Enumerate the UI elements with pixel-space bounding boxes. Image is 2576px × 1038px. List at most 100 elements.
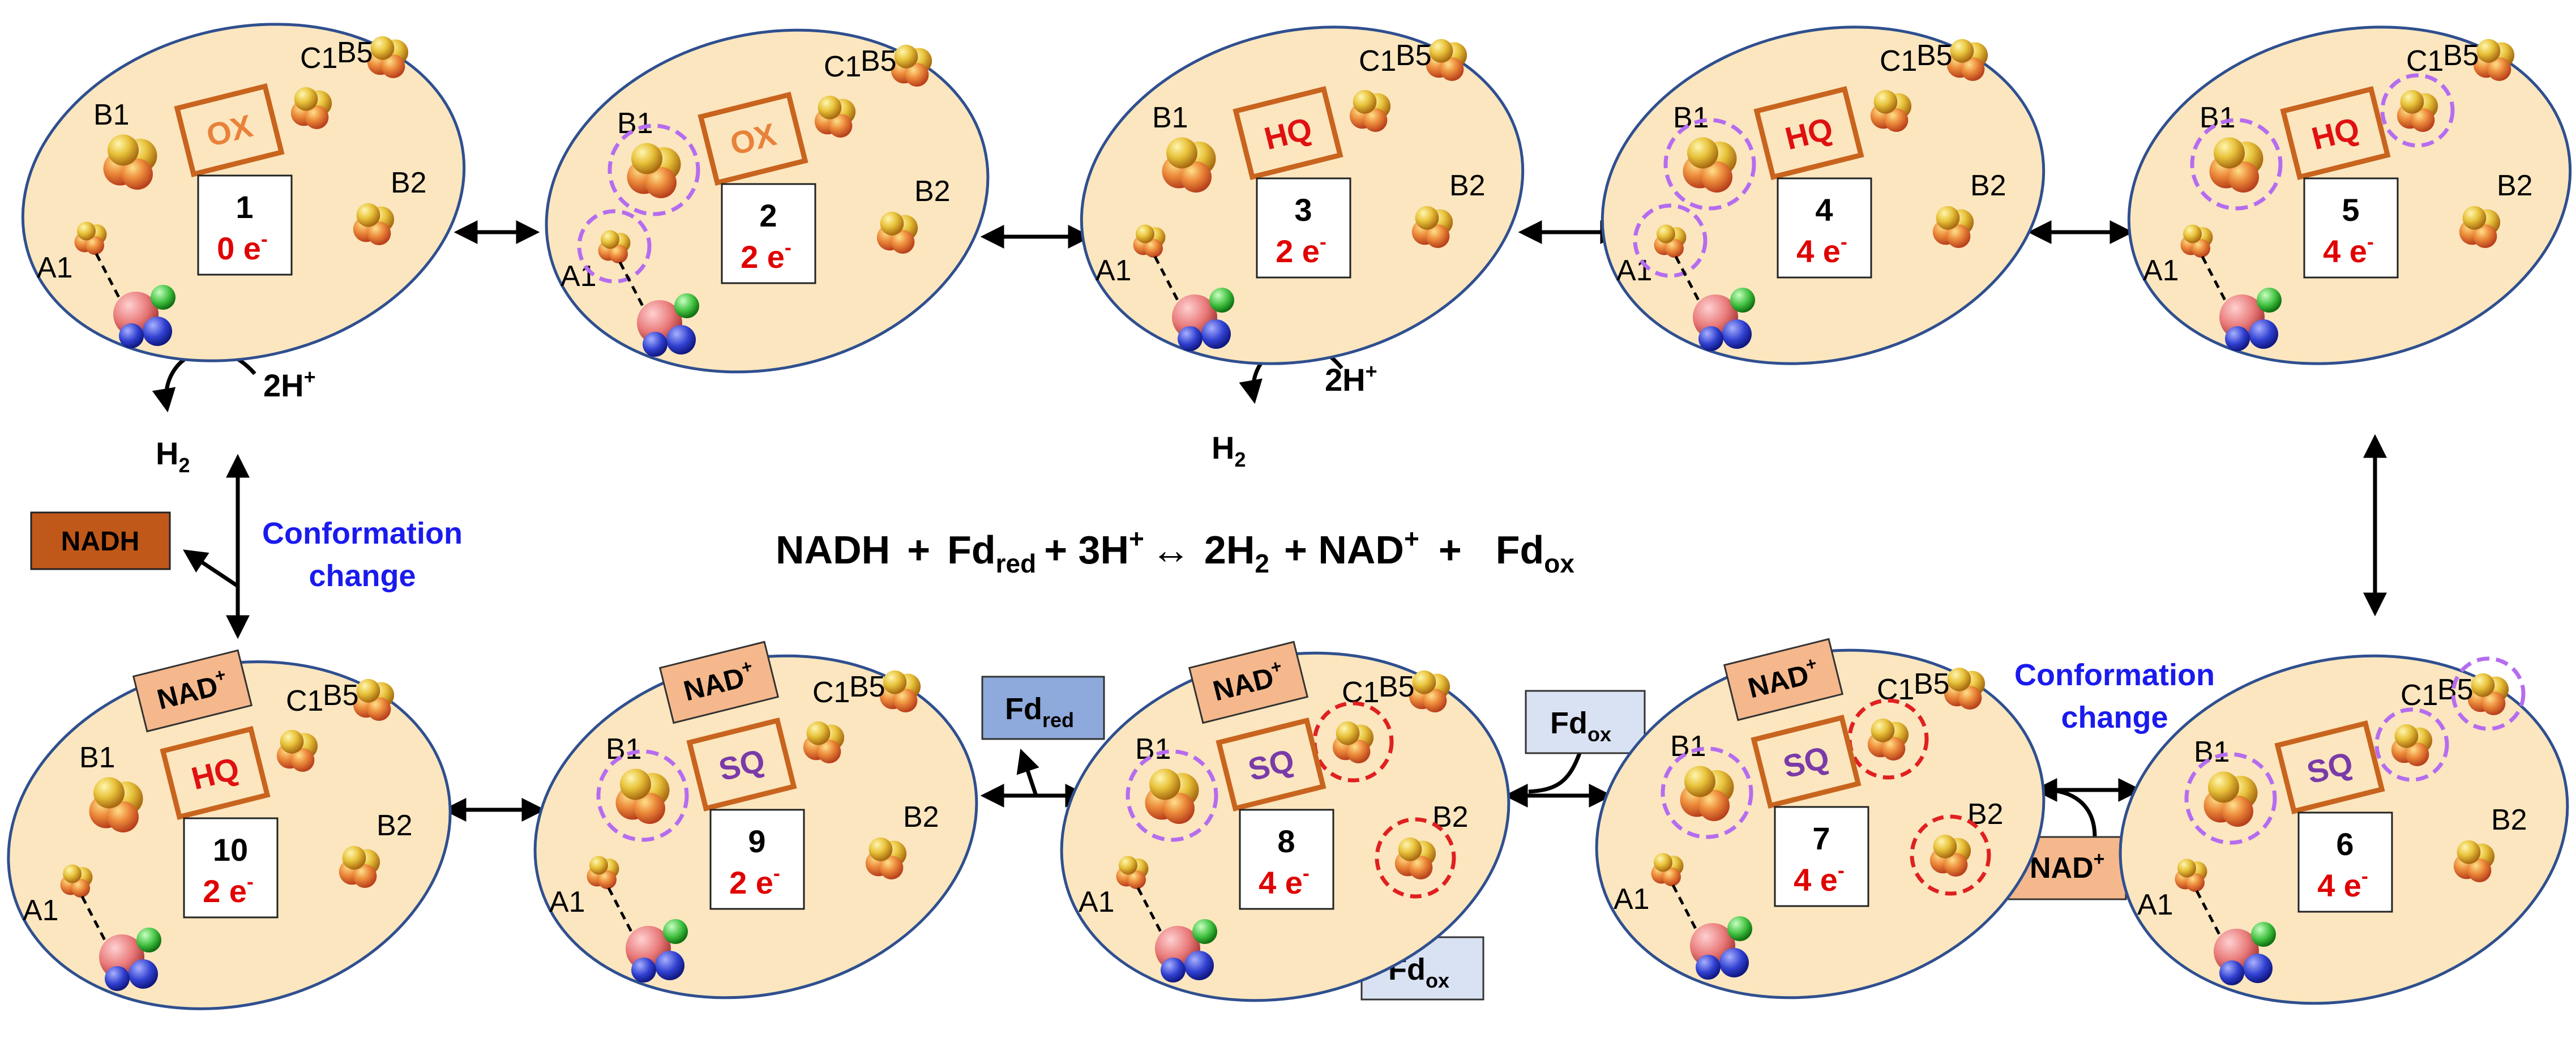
cluster-b5-10-atom-3 [367,697,391,721]
h-cluster-green-7 [1727,916,1752,941]
cluster-b5-1 [367,36,409,78]
flavin-box-4 [1753,86,1864,181]
cluster-b1-5 [2209,137,2263,193]
cluster-label-b1-2: B1 [617,107,653,140]
cluster-label-b2-1: B2 [391,166,427,199]
two-h-label-left: 2H+ [263,365,316,403]
cluster-c1-6-atom-4 [2394,724,2419,748]
reduced-marker-b1-8 [1126,749,1218,842]
cluster-label-a1-3: A1 [1096,254,1132,287]
cluster-b2-7-atom-4 [1933,834,1957,858]
state-electrons-10: 2 e- [203,870,254,909]
nad-box-7 [1723,638,1844,721]
cluster-b5-3-atom-3 [1440,57,1464,81]
cluster-b2-8-atom-3 [1409,856,1433,879]
h-cluster-green-2 [674,293,699,318]
state-electrons-6: 4 e- [2317,864,2368,903]
cluster-b2-8-atom-4 [1398,837,1422,861]
cluster-b2-3-atom-3 [1426,224,1450,248]
cluster-label-b1-10: B1 [79,741,115,774]
cluster-b5-6-atom-3 [2481,691,2506,715]
cluster-a1-4 [1654,224,1687,258]
cluster-label-b1-6: B1 [2194,736,2230,768]
cluster-b5-2-atom-3 [905,63,929,87]
cluster-b1-9-atom-4 [620,768,651,800]
cluster-label-c1-4: C1 [1880,45,1917,78]
cluster-c1-3-atom-4 [1353,89,1377,114]
cluster-b5-6 [2467,673,2509,715]
state-box-1 [197,174,293,276]
cluster-a1-10-atom-4 [63,864,82,883]
cluster-a1-5-atom-3 [2192,239,2210,258]
cluster-c1-6-atom-3 [2405,742,2429,766]
cluster-b5-4-atom-4 [1950,39,1974,63]
cluster-label-b2-2: B2 [914,175,951,208]
cluster-label-b1-5: B1 [2200,101,2236,134]
state-box-10 [183,817,279,919]
cluster-b2-9 [865,837,907,879]
cluster-a1-6 [2175,858,2207,892]
cluster-b5-8 [1409,670,1450,712]
cluster-c1-1 [290,87,332,130]
cluster-b1-10 [89,777,143,832]
state-number-1: 1 [236,189,253,225]
cluster-b1-4-atom-3 [1701,161,1732,193]
cluster-b1-3-atom-3 [1180,161,1212,193]
cluster-b2-5-atom-3 [2473,224,2497,248]
cluster-b1-9 [615,768,670,824]
cluster-b2-4-atom-4 [1936,206,1960,230]
nad-label-10: NAD+ [153,664,231,716]
cluster-a1-8 [1116,856,1149,889]
h-cluster-blue-5 [2249,319,2278,349]
reduced-marker-c1-6 [2374,707,2449,782]
cluster-a1-6-atom-4 [2177,858,2196,878]
cluster-b1-7-atom-4 [1684,766,1715,797]
cluster-b5-1-atom-3 [381,54,405,78]
cluster-label-a1-6: A1 [2137,889,2173,921]
state-box-4 [1777,177,1872,279]
cluster-a1-7-atom-3 [1662,868,1681,886]
cluster-c1-7-atom-3 [1881,737,1906,761]
cluster-c1-10-atom-3 [290,748,315,772]
h-cluster-blue2-8 [1161,958,1186,983]
cluster-c1-1-atom-4 [294,87,318,111]
state-box-7 [1774,806,1869,907]
cluster-label-c1-1: C1 [300,42,337,75]
cluster-b2-3-atom-4 [1415,206,1439,230]
conformation-right-2: change [2061,700,2168,734]
h2-label-left: H2 [156,435,190,477]
h-cluster-green-5 [2257,288,2282,313]
cluster-b5-10-atom-4 [356,678,380,703]
reduced-marker-b1-2 [607,123,700,216]
state-box-3 [1256,177,1351,279]
cluster-a1-9-atom-4 [589,856,608,875]
cluster-b2-10-atom-4 [342,845,366,870]
nadh-release-arrow [183,549,239,588]
cluster-b1-3 [1162,137,1216,193]
cluster-label-c1-5: C1 [2406,45,2444,78]
flavin-box-6 [2274,720,2385,815]
cluster-label-a1-7: A1 [1614,883,1650,916]
cluster-b5-2-atom-4 [894,44,918,69]
cluster-b2-9-atom-4 [868,837,893,861]
cluster-b5-9-atom-4 [883,670,907,694]
reduced-marker-b1-5 [2190,118,2283,211]
state-electrons-7: 4 e- [1794,858,1845,898]
cluster-b5-5-atom-4 [2476,39,2501,63]
conformation-left-1: Conformation [262,516,463,550]
a1-link-2 [618,261,644,307]
a1-link-1 [95,253,121,298]
cluster-label-b1-3: B1 [1152,101,1188,134]
reduced-marker-b1-4 [1663,118,1756,211]
h-cluster-blue2-2 [643,332,667,357]
cluster-b2-8 [1394,837,1436,879]
cluster-c1-9-atom-3 [817,740,841,763]
cluster-a1-10 [60,864,93,898]
cluster-b5-8-atom-4 [1412,670,1436,694]
h-cluster-3 [1172,288,1234,351]
